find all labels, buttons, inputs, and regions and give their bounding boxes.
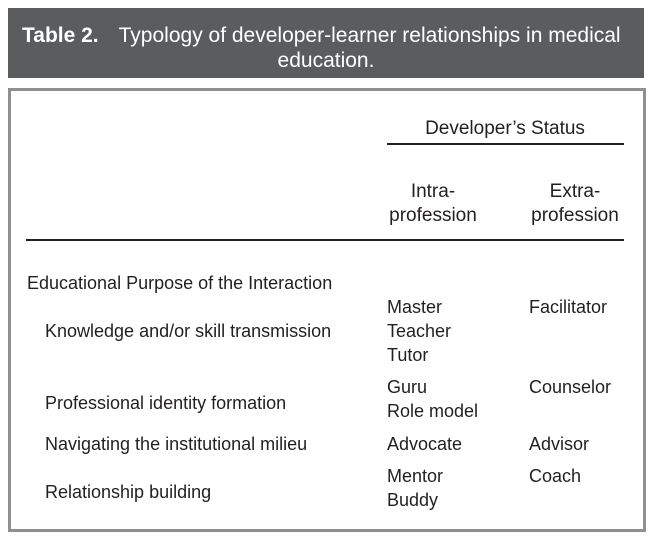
cell-intra: Guru [387, 377, 428, 397]
cell-intra: Tutor [387, 345, 429, 365]
row-label: Navigating the institutional milieu [45, 434, 308, 454]
cell-intra: Advocate [387, 434, 463, 454]
spanner-header: Developer’s Status [425, 118, 585, 139]
cell-intra: Teacher [387, 321, 452, 341]
table-number: Table 2. [22, 24, 99, 47]
header-rule [26, 239, 624, 241]
row-label: Relationship building [45, 482, 212, 502]
cell-intra: Role model [387, 401, 479, 421]
col-header-intra-2: profession [389, 205, 477, 226]
col-header-intra-1: Intra- [410, 181, 456, 202]
cell-extra: Coach [529, 466, 582, 486]
caption-text-2: education. [277, 49, 375, 72]
table-frame: Developer’s Status Intra- profession Ext… [8, 88, 646, 532]
col-header-extra-1: Extra- [549, 181, 601, 202]
section-header: Educational Purpose of the Interaction [27, 273, 333, 293]
caption-text-1: Typology of developer-learner relationsh… [118, 24, 621, 47]
cell-intra: Buddy [387, 490, 439, 510]
table-caption-bar: Table 2. Typology of developer-learner re… [8, 8, 644, 78]
spanner-rule [387, 143, 624, 145]
cell-extra: Advisor [529, 434, 590, 454]
cell-extra: Counselor [529, 377, 612, 397]
cell-intra: Master [387, 297, 443, 317]
row-label: Professional identity formation [45, 393, 287, 413]
caption-line-1: Table 2. Typology of developer-learner re… [22, 24, 621, 48]
cell-intra: Mentor [387, 466, 444, 486]
cell-extra: Facilitator [529, 297, 608, 317]
row-label: Knowledge and/or skill transmission [45, 321, 332, 341]
col-header-extra-2: profession [531, 205, 619, 226]
